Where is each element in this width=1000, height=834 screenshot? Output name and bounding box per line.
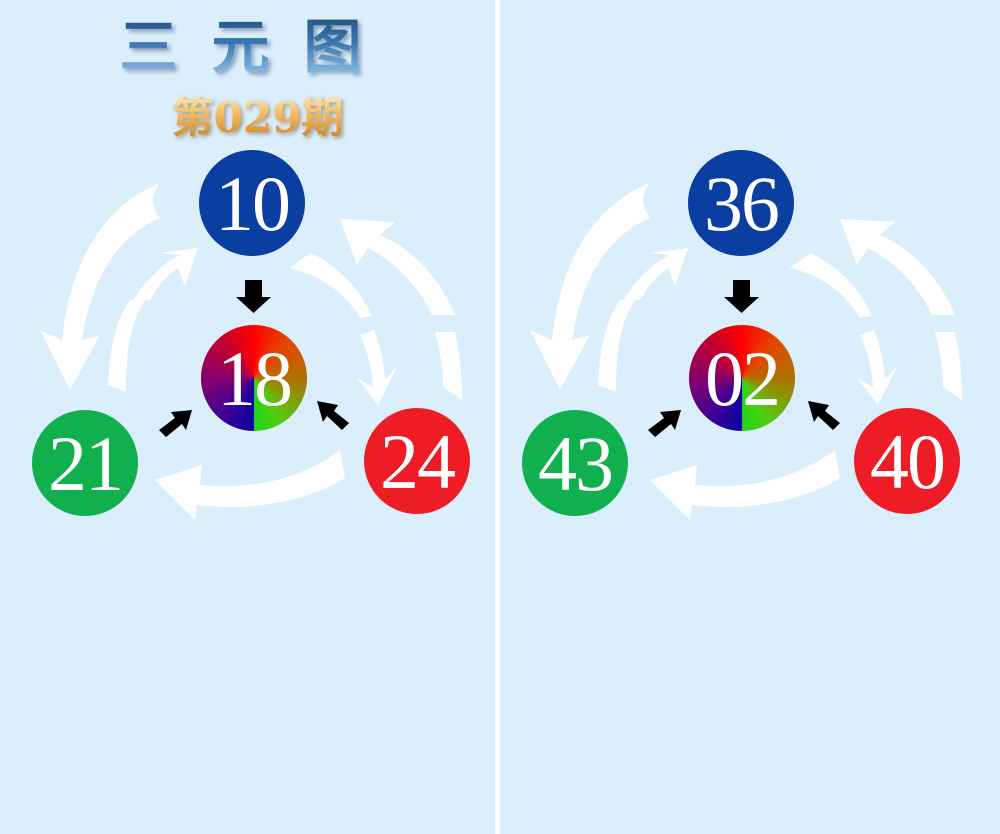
arrow-icon <box>133 248 198 300</box>
ball-number: 36 <box>704 160 780 247</box>
ball-number: 40 <box>870 418 946 505</box>
arrow-down-icon <box>724 280 759 313</box>
arrow-icon <box>623 248 688 300</box>
arrow-icon <box>598 300 635 392</box>
ball-number: 21 <box>48 420 124 507</box>
ball-number: 18 <box>217 335 293 422</box>
arrow-up-left-icon <box>317 401 349 430</box>
ball-right: 24 <box>364 408 470 514</box>
arrow-up-left-icon <box>808 401 840 430</box>
ball-center: 18 <box>201 325 307 431</box>
arrow-down-icon <box>236 280 271 313</box>
ball-number: 24 <box>380 418 456 505</box>
arrow-icon <box>435 332 462 400</box>
cycle-arrows-diagram <box>40 183 462 520</box>
ball-number: 10 <box>215 160 291 247</box>
arrow-icon <box>357 330 398 405</box>
ball-number: 02 <box>705 335 781 422</box>
arrow-icon <box>790 253 872 318</box>
arrow-up-right-icon <box>648 410 681 437</box>
ball-number: 43 <box>538 420 614 507</box>
arrow-icon <box>155 450 345 520</box>
page-title: 三元图 <box>0 12 515 82</box>
ball-top: 36 <box>688 150 794 256</box>
issue-label: 第029期 <box>0 92 515 144</box>
cycle-arrow-icons <box>530 183 962 520</box>
arrow-icon <box>340 219 455 315</box>
cycle-arrow-icons <box>40 183 462 520</box>
panel-right: 36 02 43 40 <box>500 0 995 834</box>
ball-left: 43 <box>522 410 628 516</box>
panel-divider <box>495 0 500 834</box>
arrow-icon <box>40 183 160 390</box>
cycle-arrows-diagram <box>530 183 962 520</box>
arrow-icon <box>840 219 955 315</box>
arrow-icon <box>650 450 840 520</box>
ball-center: 02 <box>689 325 795 431</box>
panel-left: 三元图 第029期 10 18 <box>0 0 495 834</box>
pointer-arrows <box>648 280 840 437</box>
arrow-up-right-icon <box>159 410 192 437</box>
arrow-icon <box>857 330 898 405</box>
arrow-icon <box>290 253 372 318</box>
arrow-icon <box>935 332 962 400</box>
arrow-icon <box>530 183 650 390</box>
arrow-icon <box>108 300 145 392</box>
ball-left: 21 <box>32 410 138 516</box>
ball-top: 10 <box>199 150 305 256</box>
pointer-arrows <box>159 280 349 437</box>
ball-right: 40 <box>854 408 960 514</box>
